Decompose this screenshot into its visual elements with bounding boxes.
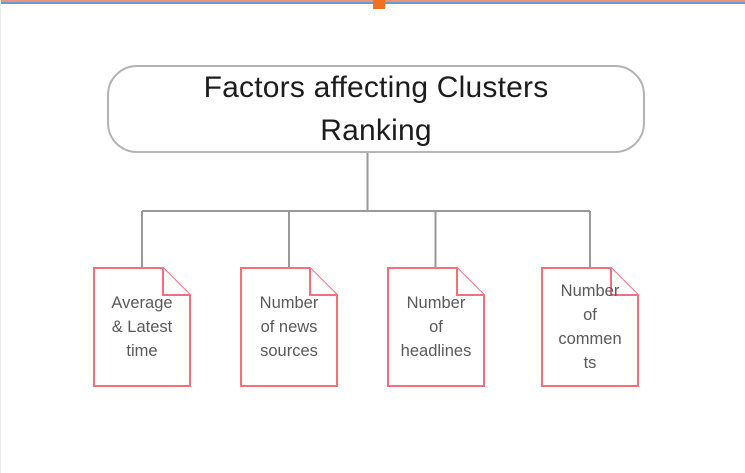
doc-node-number-of-comments[interactable]: Number of commen ts: [541, 267, 639, 387]
document-shape: [541, 267, 639, 387]
top-center-drag-handle[interactable]: [373, 0, 385, 9]
root-node[interactable]: Factors affecting Clusters Ranking: [107, 65, 645, 153]
folded-corner: [610, 268, 638, 296]
document-shape: [387, 267, 485, 387]
document-outline: [387, 267, 485, 387]
folded-corner: [456, 268, 484, 296]
folded-corner: [162, 268, 190, 296]
document-outline: [541, 267, 639, 387]
doc-node-label: Number of news sources: [259, 294, 319, 360]
document-outline: [240, 267, 338, 387]
folded-corner: [309, 268, 337, 296]
doc-node-label: Number of commen ts: [558, 282, 622, 372]
document-shape: [93, 267, 191, 387]
doc-node-average-latest-time[interactable]: Average & Latest time: [93, 267, 191, 387]
root-node-label: Factors affecting Clusters Ranking: [203, 71, 549, 147]
doc-node-number-of-news-sources[interactable]: Number of news sources: [240, 267, 338, 387]
doc-node-label: Average & Latest time: [111, 294, 173, 360]
document-outline: [93, 267, 191, 387]
doc-node-number-of-headlines[interactable]: Number of headlines: [387, 267, 485, 387]
document-shape: [240, 267, 338, 387]
doc-node-label: Number of headlines: [400, 294, 472, 360]
